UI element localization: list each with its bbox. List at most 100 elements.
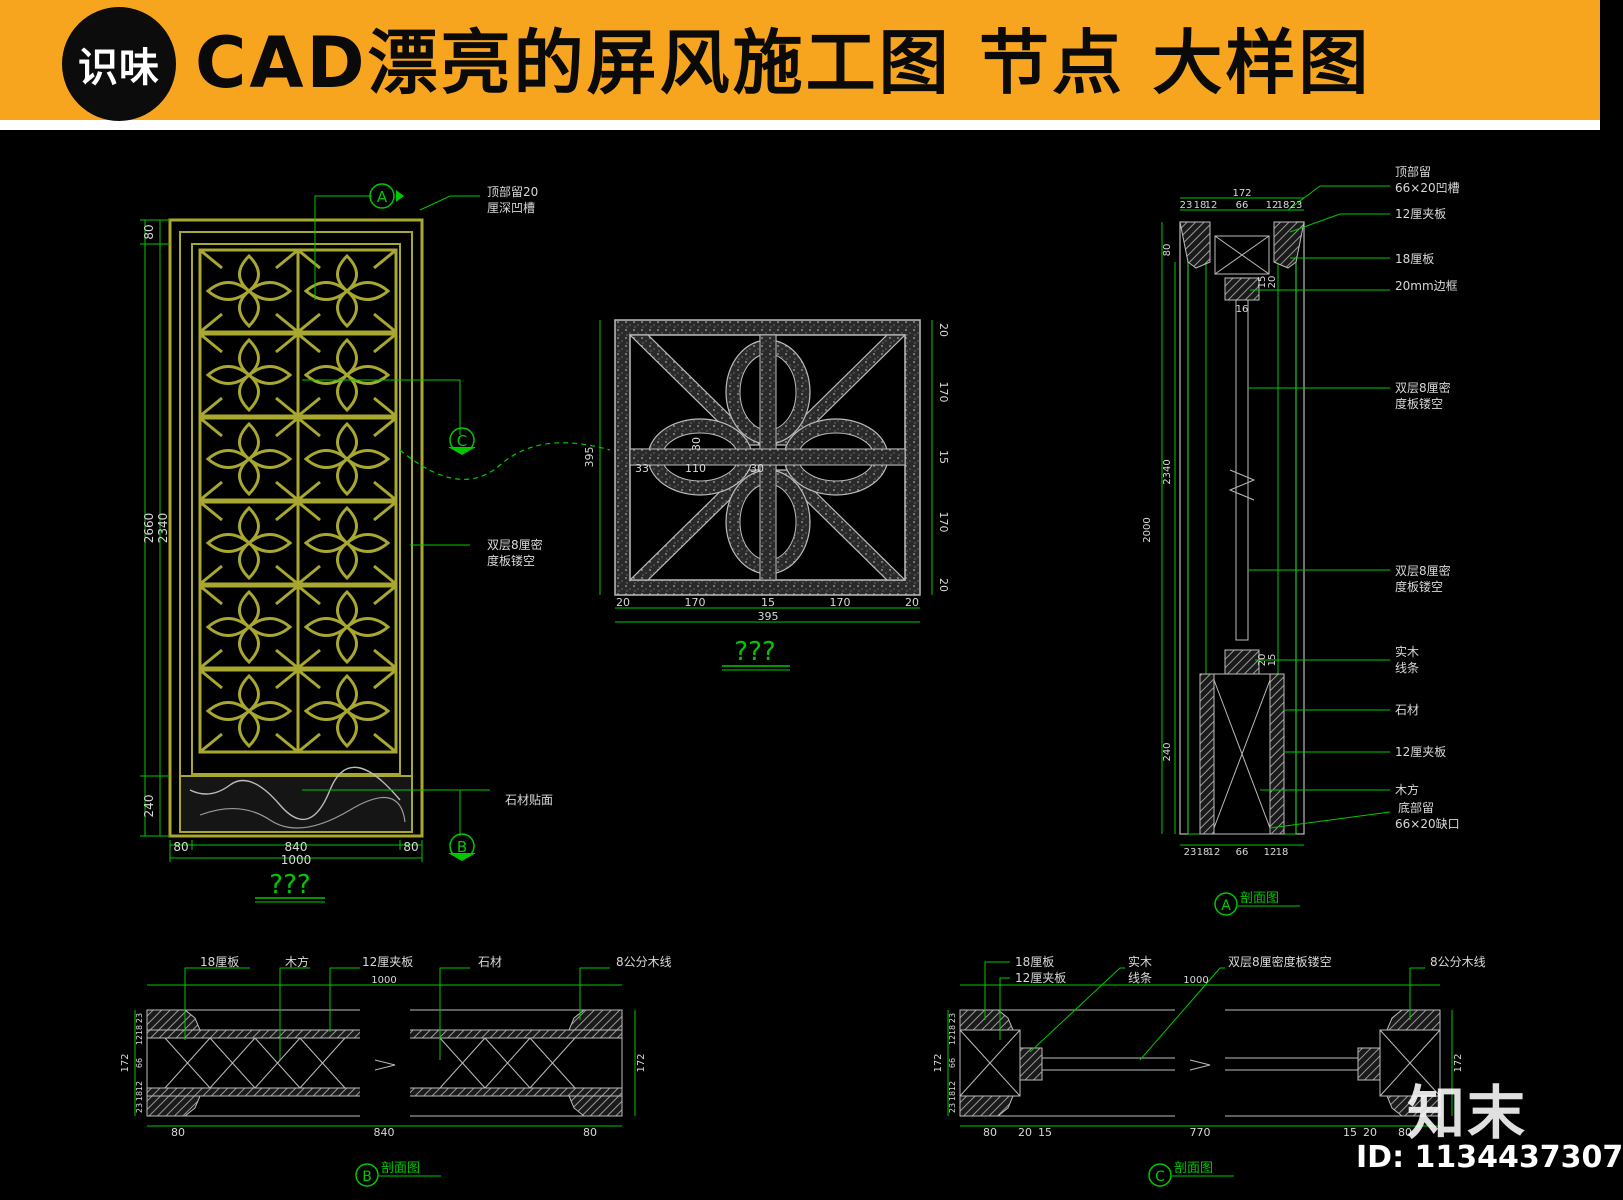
svg-text:双层8厘密: 双层8厘密 — [1395, 563, 1451, 578]
svg-text:12: 12 — [135, 1035, 144, 1045]
svg-text:23: 23 — [948, 1013, 957, 1023]
elevation-caption: ??? — [269, 870, 310, 900]
svg-text:66: 66 — [135, 1058, 144, 1068]
svg-text:240: 240 — [1162, 742, 1173, 761]
svg-text:8公分木线: 8公分木线 — [616, 955, 672, 969]
note-stone: 石材贴面 — [505, 793, 553, 807]
svg-text:木方: 木方 — [1395, 782, 1419, 797]
cad-drawing: A C B 顶部留20 厘深凹槽 双层8厘密 度板镂空 石材贴面 80 2660… — [120, 164, 1486, 1187]
svg-text:20: 20 — [1018, 1126, 1032, 1139]
note-top2: 厘深凹槽 — [487, 201, 535, 215]
svg-text:12: 12 — [1205, 200, 1218, 211]
section-c-left-dims: 23 18 12 66 12 18 23 — [948, 1013, 957, 1113]
svg-text:18厘板: 18厘板 — [200, 955, 239, 969]
svg-text:12: 12 — [1266, 200, 1279, 211]
svg-text:双层8厘密度板镂空: 双层8厘密度板镂空 — [1228, 954, 1332, 969]
dim-w-mid: 840 — [285, 840, 308, 854]
mark-c-text: C — [457, 432, 467, 450]
svg-text:20: 20 — [1257, 654, 1268, 667]
svg-text:12: 12 — [135, 1081, 144, 1091]
lattice-detail: 20 170 15 170 20 20 170 15 170 20 395 39… — [583, 319, 950, 671]
svg-text:66: 66 — [1236, 847, 1249, 858]
svg-text:23: 23 — [135, 1013, 144, 1023]
dim-w-total: 1000 — [281, 853, 312, 867]
section-c-caption: 剖面图 — [1174, 1161, 1213, 1176]
svg-text:30: 30 — [690, 437, 703, 451]
svg-text:12厘夹板: 12厘夹板 — [362, 955, 413, 969]
svg-text:840: 840 — [374, 1126, 395, 1139]
svg-text:18: 18 — [135, 1025, 144, 1035]
svg-text:18: 18 — [1276, 847, 1289, 858]
svg-text:80: 80 — [171, 1126, 185, 1139]
dim-total: 2660 — [142, 513, 156, 544]
svg-text:15: 15 — [1343, 1126, 1357, 1139]
note-top: 顶部留20 — [487, 184, 538, 199]
svg-text:线条: 线条 — [1128, 971, 1152, 985]
svg-text:395: 395 — [583, 447, 596, 468]
svg-text:木方: 木方 — [285, 954, 309, 969]
watermark-logo: 知末 — [1407, 1079, 1528, 1147]
svg-text:18厘板: 18厘板 — [1015, 955, 1054, 969]
svg-text:20: 20 — [905, 596, 919, 609]
svg-text:15: 15 — [1267, 654, 1278, 667]
svg-text:度板镂空: 度板镂空 — [1395, 396, 1443, 411]
svg-text:770: 770 — [1190, 1126, 1211, 1139]
svg-text:线条: 线条 — [1395, 661, 1419, 675]
svg-text:20mm边框: 20mm边框 — [1395, 279, 1458, 293]
svg-text:1000: 1000 — [1183, 975, 1208, 986]
svg-text:18: 18 — [1277, 200, 1290, 211]
svg-text:实木: 实木 — [1395, 644, 1419, 659]
svg-text:23: 23 — [135, 1103, 144, 1113]
svg-text:12: 12 — [948, 1035, 957, 1045]
svg-text:66: 66 — [1236, 200, 1249, 211]
screen-elevation: A C B 顶部留20 厘深凹槽 双层8厘密 度板镂空 石材贴面 80 2660… — [140, 183, 611, 903]
svg-text:20: 20 — [937, 323, 950, 337]
svg-text:18: 18 — [948, 1025, 957, 1035]
section-a-labels: 顶部留 66×20凹槽 12厘夹板 18厘板 20mm边框 双层8厘密 度板镂空… — [1395, 164, 1460, 831]
svg-text:15: 15 — [761, 596, 775, 609]
mark-a-text: A — [377, 188, 388, 206]
svg-text:12: 12 — [1208, 847, 1221, 858]
brand-text: 识味 — [78, 45, 160, 91]
svg-text:20: 20 — [937, 578, 950, 592]
svg-text:172: 172 — [120, 1053, 131, 1072]
svg-text:2340: 2340 — [1162, 459, 1173, 484]
svg-text:实木: 实木 — [1128, 954, 1152, 969]
svg-text:12厘夹板: 12厘夹板 — [1395, 207, 1446, 221]
svg-text:30: 30 — [750, 462, 764, 475]
svg-text:172: 172 — [636, 1053, 647, 1072]
svg-text:18厘板: 18厘板 — [1395, 252, 1434, 266]
dim-top: 80 — [142, 224, 156, 239]
svg-text:170: 170 — [937, 382, 950, 403]
svg-text:172: 172 — [933, 1053, 944, 1072]
section-a-dims: 172 23 18 12 66 12 18 23 23 18 12 66 12 … — [1142, 188, 1302, 858]
svg-text:20: 20 — [1267, 276, 1278, 289]
svg-text:20: 20 — [616, 596, 630, 609]
svg-text:18: 18 — [1194, 200, 1207, 211]
svg-text:18: 18 — [948, 1091, 957, 1101]
svg-text:395: 395 — [758, 610, 779, 623]
svg-text:23: 23 — [1180, 200, 1193, 211]
svg-text:度板镂空: 度板镂空 — [1395, 579, 1443, 594]
section-b-caption: 剖面图 — [381, 1161, 420, 1176]
svg-text:172: 172 — [1232, 188, 1251, 199]
svg-text:16: 16 — [1236, 304, 1249, 315]
svg-text:1000: 1000 — [371, 975, 396, 986]
svg-text:18: 18 — [1197, 847, 1210, 858]
section-c-horizontal: 18厘板 12厘夹板 实木 线条 双层8厘密度板镂空 8公分木线 1000 80… — [933, 954, 1486, 1187]
svg-text:石材: 石材 — [1395, 703, 1419, 717]
banner-divider — [0, 120, 1600, 130]
svg-text:170: 170 — [937, 512, 950, 533]
svg-text:底部留: 底部留 — [1398, 800, 1434, 815]
svg-text:18: 18 — [135, 1091, 144, 1101]
svg-text:23: 23 — [1290, 200, 1303, 211]
svg-text:2000: 2000 — [1142, 517, 1153, 542]
svg-text:15: 15 — [937, 450, 950, 464]
svg-text:23: 23 — [1184, 847, 1197, 858]
dim-bottom: 240 — [142, 795, 156, 818]
title-banner — [0, 0, 1600, 120]
svg-text:15: 15 — [1257, 276, 1268, 289]
section-a-vertical: 172 23 18 12 66 12 18 23 23 18 12 66 12 … — [1142, 164, 1460, 916]
svg-text:顶部留: 顶部留 — [1395, 164, 1431, 179]
dim-w-right: 80 — [403, 840, 418, 854]
